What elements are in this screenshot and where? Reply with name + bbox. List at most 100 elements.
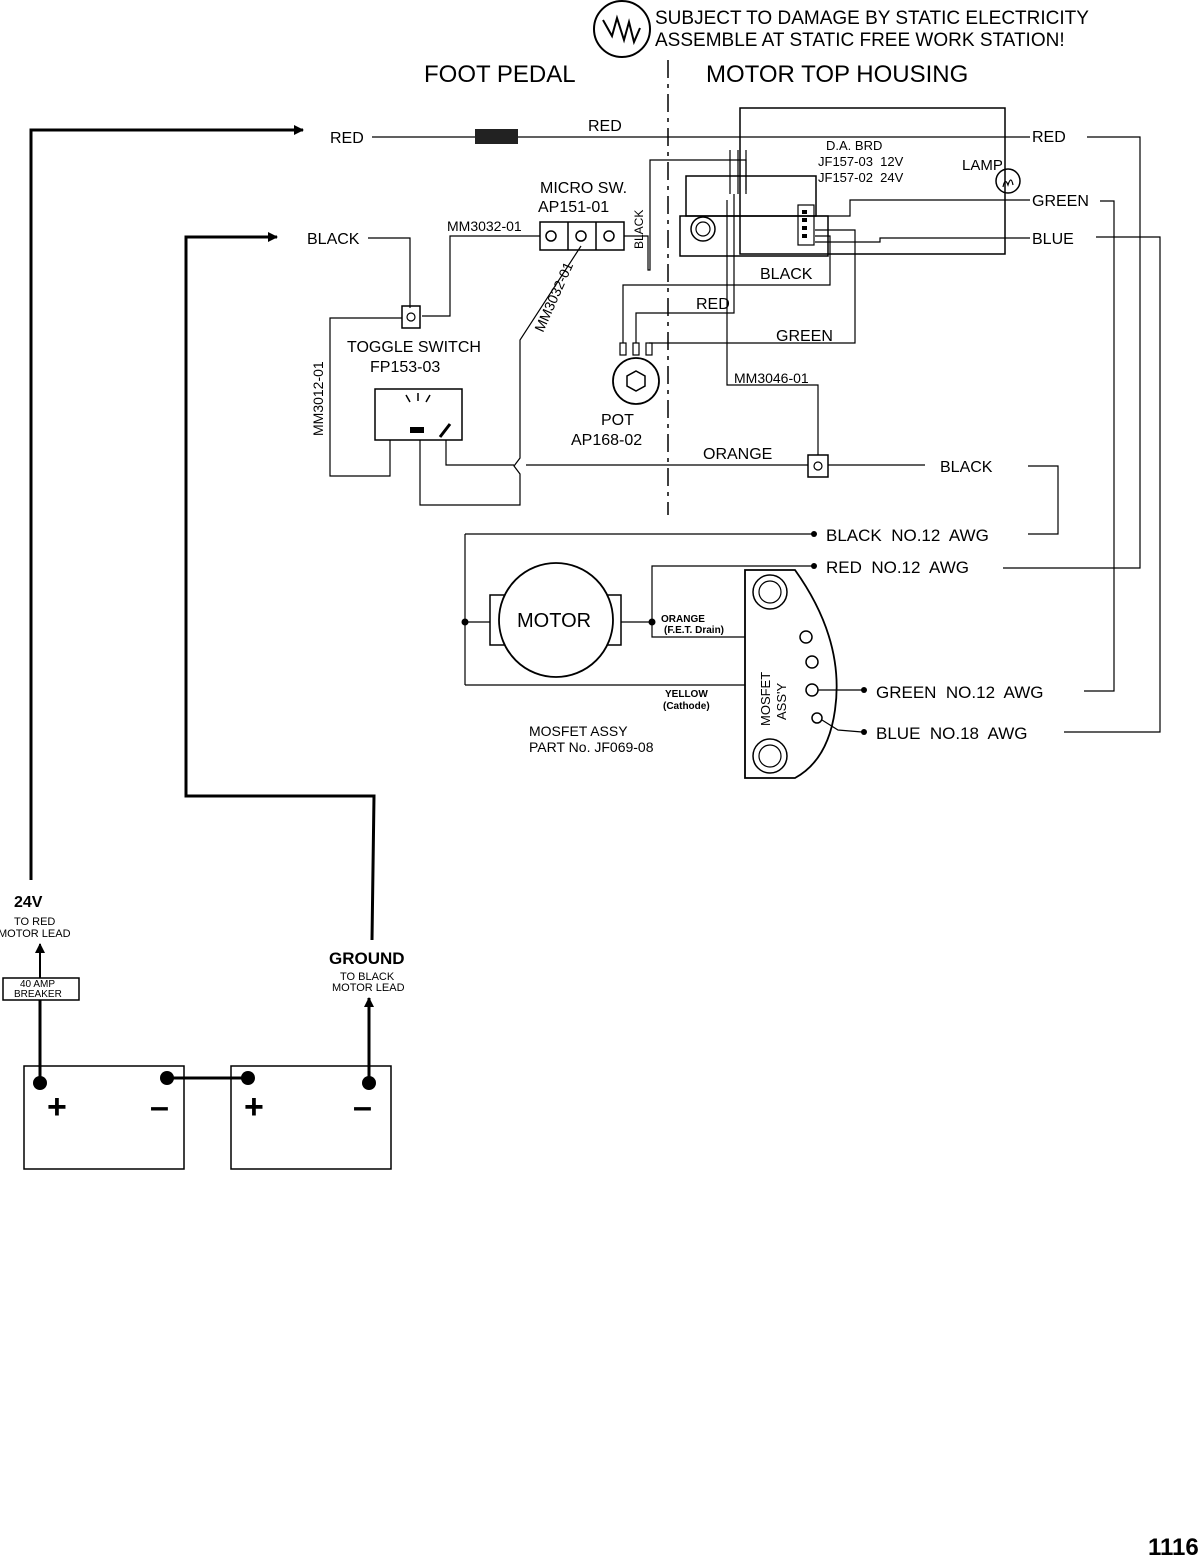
da-board-label: D.A. BRD [826,138,882,153]
green-output-label: GREEN [1032,193,1089,210]
black-output-label: BLACK [940,459,993,476]
mm3032-label-b: MM3032-01 [531,259,576,334]
lamp-icon [995,168,1021,194]
orange-drain-label: ORANGE [661,614,705,625]
fet-drain-label: (F.E.T. Drain) [664,625,724,636]
pot-black-wire [622,235,831,343]
mm3012-wire [329,317,402,477]
board-red-label: RED [696,296,730,313]
yellow-label: YELLOW [665,689,708,700]
mm3012-label: MM3012-01 [310,361,326,436]
battery-left: + – [23,1065,185,1170]
static-zigzag-icon [602,14,641,46]
da-board-part-24v: JF157-02 24V [818,170,904,185]
mosfet-assembly: MOSFET ASS'Y [744,569,838,779]
mm3032-wire-b [419,245,582,506]
toggle-switch: TOGGLE SWITCH FP153-03 [347,305,481,441]
toggle-switch-body [374,388,463,441]
black-input-label: BLACK [307,231,360,248]
board-green-out [815,199,1030,217]
micro-switch-part: AP151-01 [538,199,609,216]
micro-switch-label: MICRO SW. [540,180,627,197]
blue-output-route [1064,236,1161,733]
micro-switch-terminal [603,230,615,242]
toggle-switch-part: FP153-03 [370,359,440,376]
static-warning: SUBJECT TO DAMAGE BY STATIC ELECTRICITY … [593,0,1089,58]
battery-left-body [23,1065,185,1170]
pot-label: POT [601,412,634,429]
to-red-motor-lead: MOTOR LEAD [0,928,71,940]
breaker-label-2: BREAKER [14,989,62,1000]
ground-feed-line [184,232,376,941]
black-vertical-label: BLACK [632,210,646,249]
battery-left-minus: – [150,1088,169,1126]
to-red-label: TO RED [14,916,55,928]
lamp-label: LAMP [962,157,1003,174]
battery-right: + – [230,1065,392,1170]
inline-fuse [475,129,518,144]
red-input-label: RED [330,130,364,147]
mosfet-assy-label: ASS'Y [774,683,789,720]
toggle-connector [401,305,421,329]
micro-switch-terminal [575,230,587,242]
positive-feed-line [29,125,304,880]
pot-red-wire [635,194,735,343]
motor-label: MOTOR [517,610,591,632]
breaker-label-1: 40 AMP [20,979,55,990]
warning-line-2: ASSEMBLE AT STATIC FREE WORK STATION! [655,30,1065,51]
mosfet-terminal [799,630,813,644]
foot-pedal-heading: FOOT PEDAL [424,61,576,88]
mm3032-label-a: MM3032-01 [447,218,522,234]
toggle-switch-label: TOGGLE SWITCH [347,339,481,356]
blue-output-label: BLUE [1032,231,1074,248]
blue-18awg-label: BLUE NO.18 AWG [876,724,1027,743]
board-green-label: GREEN [776,328,833,345]
orange-wire [445,440,514,466]
green-output-route [1084,200,1115,692]
red-output-route [1003,136,1141,569]
da-board: D.A. BRD JF157-03 12V JF157-02 24V LAMP [679,107,1021,257]
red-12awg-label: RED NO.12 AWG [826,558,969,577]
mosfet-outline [744,569,838,779]
mosfet-terminal [805,683,819,697]
battery-right-minus: – [353,1088,372,1126]
black-input-wire [368,237,411,308]
mm3032-wire-a [422,235,540,317]
motor-top-housing-heading: MOTOR TOP HOUSING [706,61,968,88]
green-12awg-label: GREEN NO.12 AWG [876,683,1044,702]
board-blue-out [815,237,1030,243]
battery-left-plus: + [47,1088,67,1126]
micro-switch-body [539,221,625,251]
mm3046-connector [807,454,829,478]
mosfet-label: MOSFET [758,672,773,726]
pot-part: AP168-02 [571,432,642,449]
static-warning-icon [593,0,651,58]
to-black-label: TO BLACK [340,971,395,983]
red-output-label: RED [1032,129,1066,146]
micro-switch: MICRO SW. AP151-01 [538,180,627,251]
mosfet-terminal [811,712,823,724]
red-mid-label: RED [588,118,622,135]
mosfet-terminal [805,655,819,669]
warning-line-1: SUBJECT TO DAMAGE BY STATIC ELECTRICITY [655,8,1089,29]
black-output-bracket [1028,465,1059,535]
da-board-part-12v: JF157-03 12V [818,154,904,169]
battery-right-plus: + [244,1088,264,1126]
pot-green-wire [649,229,856,344]
motor-housing [498,562,614,678]
black-12awg-label: BLACK NO.12 AWG [826,526,989,545]
mosfet-assy-part: PART No. JF069-08 [529,739,654,755]
battery-right-body [230,1065,392,1170]
voltage-label: 24V [14,894,43,911]
cathode-label: (Cathode) [663,701,710,712]
page-number: 1116 [1148,1534,1199,1561]
orange-wire-label: ORANGE [703,446,772,463]
ground-label: GROUND [329,949,405,968]
pot-body [612,357,660,405]
red-12awg-wire [651,565,812,622]
mm3046-label: MM3046-01 [734,370,809,386]
board-black-label: BLACK [760,266,813,283]
mm3046-wire [726,200,819,455]
potentiometer: POT AP168-02 [571,342,660,449]
